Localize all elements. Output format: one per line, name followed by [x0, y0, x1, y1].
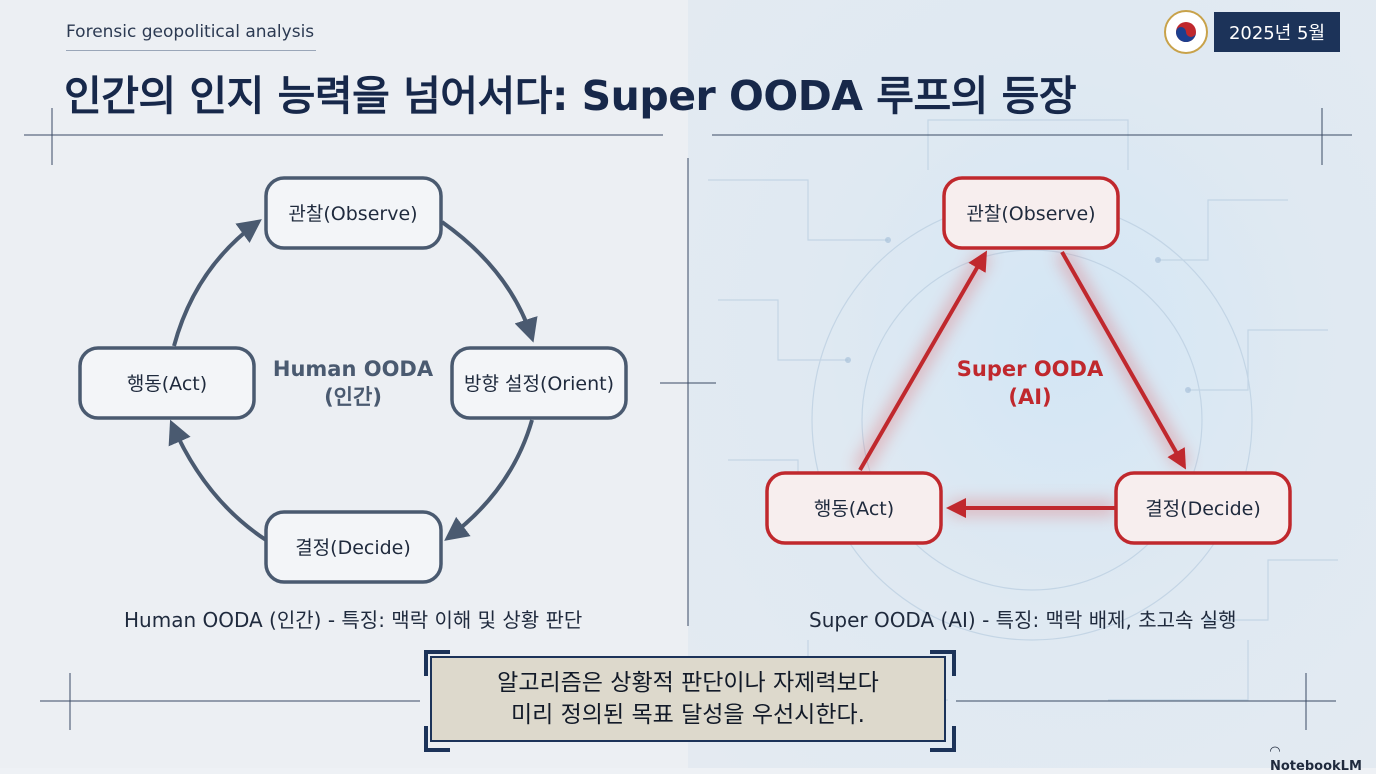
quote-line-2: 미리 정의된 목표 달성을 우선시한다.	[511, 702, 865, 728]
human-center-line1: Human OODA	[273, 357, 434, 381]
super-ooda-diagram: 관찰(Observe) 결정(Decide) 행동(Act) Super OOD…	[765, 176, 1292, 545]
arrow-orient-to-decide	[444, 419, 534, 541]
arrow-decide-to-act	[168, 419, 268, 542]
quote-corner-bottom-left	[424, 726, 450, 752]
human-act-label: 행동(Act)	[127, 373, 207, 395]
quote-corner-top-right	[930, 650, 956, 676]
human-node-decide	[264, 510, 443, 584]
kicker-label: Forensic geopolitical analysis	[66, 22, 316, 51]
human-observe-label: 관찰(Observe)	[288, 203, 417, 225]
date-badge: 2025년 5월	[1214, 12, 1340, 52]
super-caption: Super OODA (AI) - 특징: 맥락 배제, 초고속 실행	[809, 608, 1237, 632]
human-node-orient	[450, 346, 628, 420]
ai-center-line2: (AI)	[1008, 385, 1051, 409]
page-title: 인간의 인지 능력을 넘어서다: Super OODA 루프의 등장	[64, 72, 1077, 120]
ai-center-line1: Super OODA	[957, 357, 1104, 381]
arrow-act-to-observe	[172, 219, 262, 347]
ai-act-label: 행동(Act)	[814, 498, 894, 520]
quote-corner-bottom-right	[930, 726, 956, 752]
brand-watermark: ◠ NotebookLM	[1270, 744, 1376, 774]
ai-decide-label: 결정(Decide)	[1145, 498, 1261, 520]
arrow-observe-to-decide	[1060, 251, 1186, 470]
ai-node-decide	[1114, 471, 1292, 545]
human-node-observe	[264, 176, 443, 250]
notebooklm-logo-icon: ◠	[1270, 744, 1280, 759]
quote-corner-top-left	[424, 650, 450, 676]
human-ooda-diagram: 관찰(Observe) 방향 설정(Orient) 결정(Decide) 행동(…	[78, 176, 628, 584]
quote-line-1: 알고리즘은 상황적 판단이나 자제력보다	[497, 670, 879, 696]
ai-node-observe	[942, 176, 1120, 250]
arrow-observe-to-orient	[440, 220, 538, 343]
arrow-act-to-observe	[858, 250, 988, 472]
human-center-line2: (인간)	[324, 385, 382, 409]
human-node-act	[78, 346, 256, 420]
quote-box: 알고리즘은 상황적 판단이나 자제력보다 미리 정의된 목표 달성을 우선시한다…	[430, 656, 946, 742]
government-seal-icon	[1164, 10, 1208, 54]
ai-observe-label: 관찰(Observe)	[966, 203, 1095, 225]
human-decide-label: 결정(Decide)	[295, 537, 411, 559]
human-caption: Human OODA (인간) - 특징: 맥락 이해 및 상황 판단	[124, 608, 583, 632]
human-orient-label: 방향 설정(Orient)	[464, 373, 614, 395]
brand-label: NotebookLM	[1270, 759, 1362, 774]
frame-lines	[24, 108, 1352, 730]
ai-node-act	[765, 471, 943, 545]
